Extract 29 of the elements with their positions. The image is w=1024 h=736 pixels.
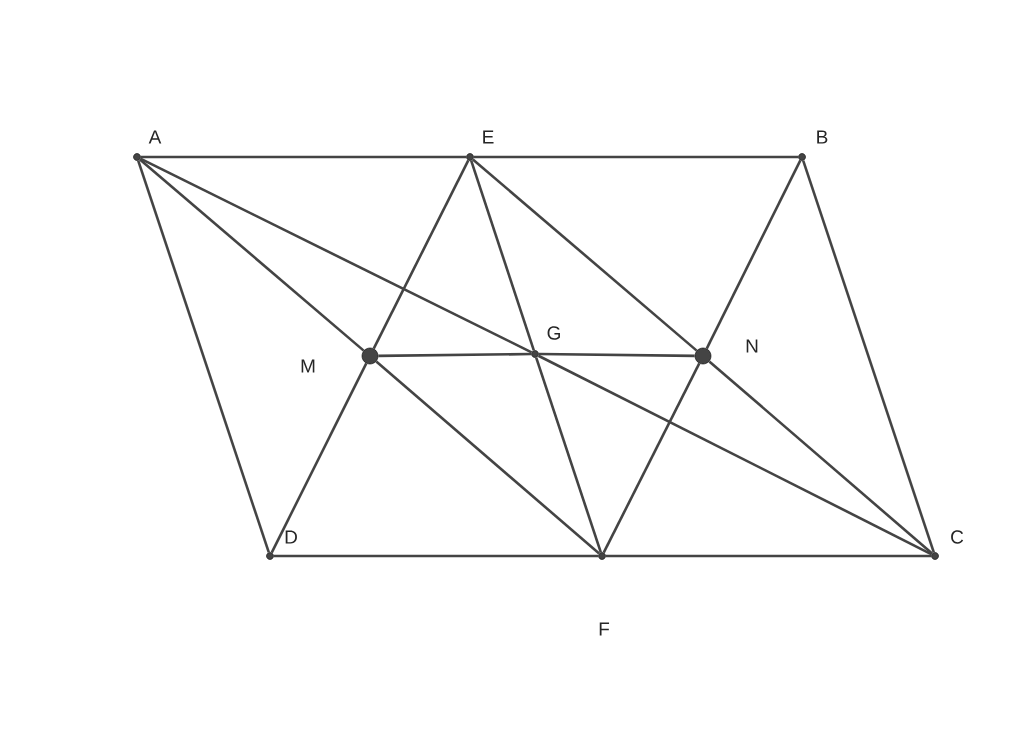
line-segment	[139, 157, 533, 354]
point-label: G	[547, 326, 560, 340]
line-segment	[473, 155, 799, 159]
point-label: E	[483, 130, 494, 144]
line-segment	[708, 360, 933, 555]
line-segment	[605, 554, 932, 558]
line-segment	[801, 160, 936, 553]
line-segment	[705, 159, 802, 350]
line-segment	[469, 160, 536, 351]
line-segment	[534, 357, 603, 553]
point-label: F	[599, 622, 610, 636]
line-segment	[372, 159, 470, 350]
point-label: A	[148, 130, 162, 144]
point-label: D	[285, 530, 297, 544]
line-segment	[537, 354, 933, 556]
line-segment	[538, 352, 695, 358]
line-segment	[378, 352, 532, 358]
line-segment	[140, 155, 467, 159]
line-segment	[139, 158, 365, 352]
line-segment	[270, 362, 368, 554]
point-label: B	[817, 130, 828, 144]
point-label: C	[951, 530, 964, 544]
line-segment	[273, 554, 599, 558]
point-label: N	[746, 339, 758, 353]
line-segment	[602, 362, 701, 554]
line-segment	[472, 158, 698, 352]
line-segment	[375, 360, 600, 555]
line-segment	[136, 160, 271, 553]
point-label: M	[301, 359, 315, 373]
